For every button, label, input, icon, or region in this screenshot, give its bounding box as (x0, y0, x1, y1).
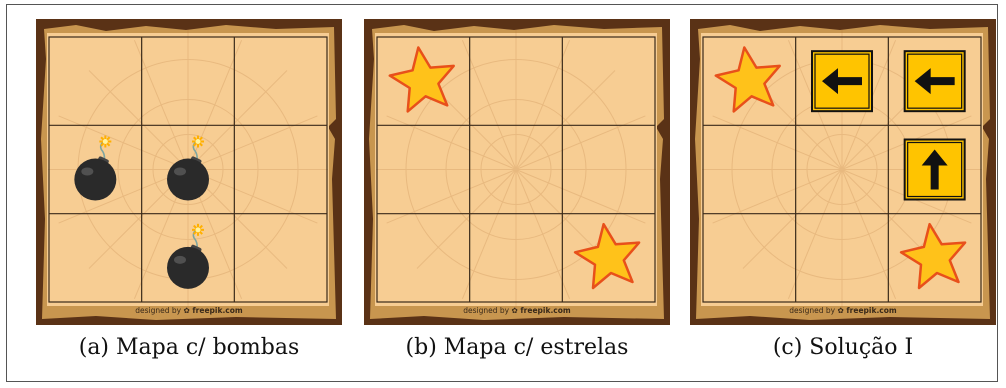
arrow-left-icon (811, 50, 873, 113)
star-icon (573, 222, 641, 290)
arrow-left-icon (903, 50, 966, 113)
panel-solution: designed by ✿ freepik.com (690, 19, 996, 325)
star-icon (714, 46, 781, 113)
grid (48, 36, 328, 303)
bomb-icon (167, 223, 209, 289)
figure-frame (6, 4, 998, 382)
credit-text: designed by ✿ freepik.com (135, 306, 243, 315)
panel-star-map: designed by ✿ freepik.com (364, 19, 670, 325)
board-solution: designed by ✿ freepik.com (690, 19, 996, 325)
bomb-icon (74, 135, 117, 201)
board-bomb-map: designed by ✿ freepik.com (36, 19, 342, 325)
star-icon (899, 222, 967, 290)
arrow-up-icon (903, 138, 966, 201)
star-icon (388, 46, 455, 113)
caption-solution: (c) Solução I (772, 335, 914, 360)
credit-text: designed by ✿ freepik.com (463, 306, 571, 315)
board-star-map: designed by ✿ freepik.com (364, 19, 670, 325)
bomb-icon (167, 135, 209, 201)
credit-text: designed by ✿ freepik.com (789, 306, 897, 315)
panel-bomb-map: designed by ✿ freepik.com (36, 19, 342, 325)
grid (702, 36, 982, 303)
caption-bomb-map: (a) Mapa c/ bombas (78, 335, 300, 360)
caption-star-map: (b) Mapa c/ estrelas (405, 335, 629, 360)
grid (376, 36, 656, 303)
